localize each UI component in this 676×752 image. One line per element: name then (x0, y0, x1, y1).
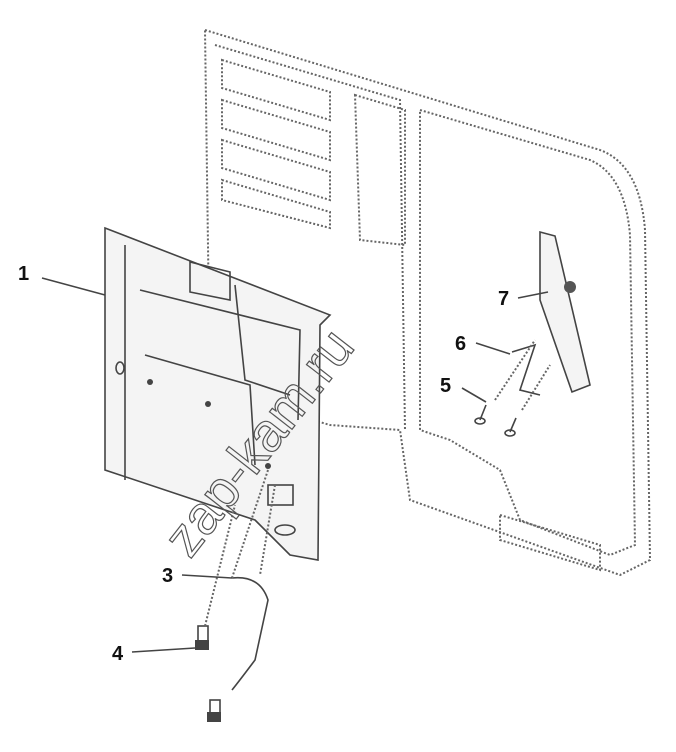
callout-5: 5 (440, 375, 451, 397)
callout-1: 1 (18, 263, 29, 285)
leader-lines (41, 277, 549, 653)
part-5-screws (474, 339, 551, 437)
callout-4: 4 (112, 643, 124, 665)
part-7-handle-trim (539, 230, 591, 394)
callout-6: 6 (455, 333, 466, 355)
callout-3: 3 (162, 565, 173, 587)
wall-ribs (221, 58, 331, 230)
callout-7: 7 (498, 288, 509, 310)
cab-side-wall (203, 28, 652, 577)
part-4-fastener (195, 504, 236, 722)
part-6-grab-handle (511, 343, 541, 396)
part-1-trim-panel (104, 226, 332, 561)
part-3-cable (231, 469, 276, 691)
